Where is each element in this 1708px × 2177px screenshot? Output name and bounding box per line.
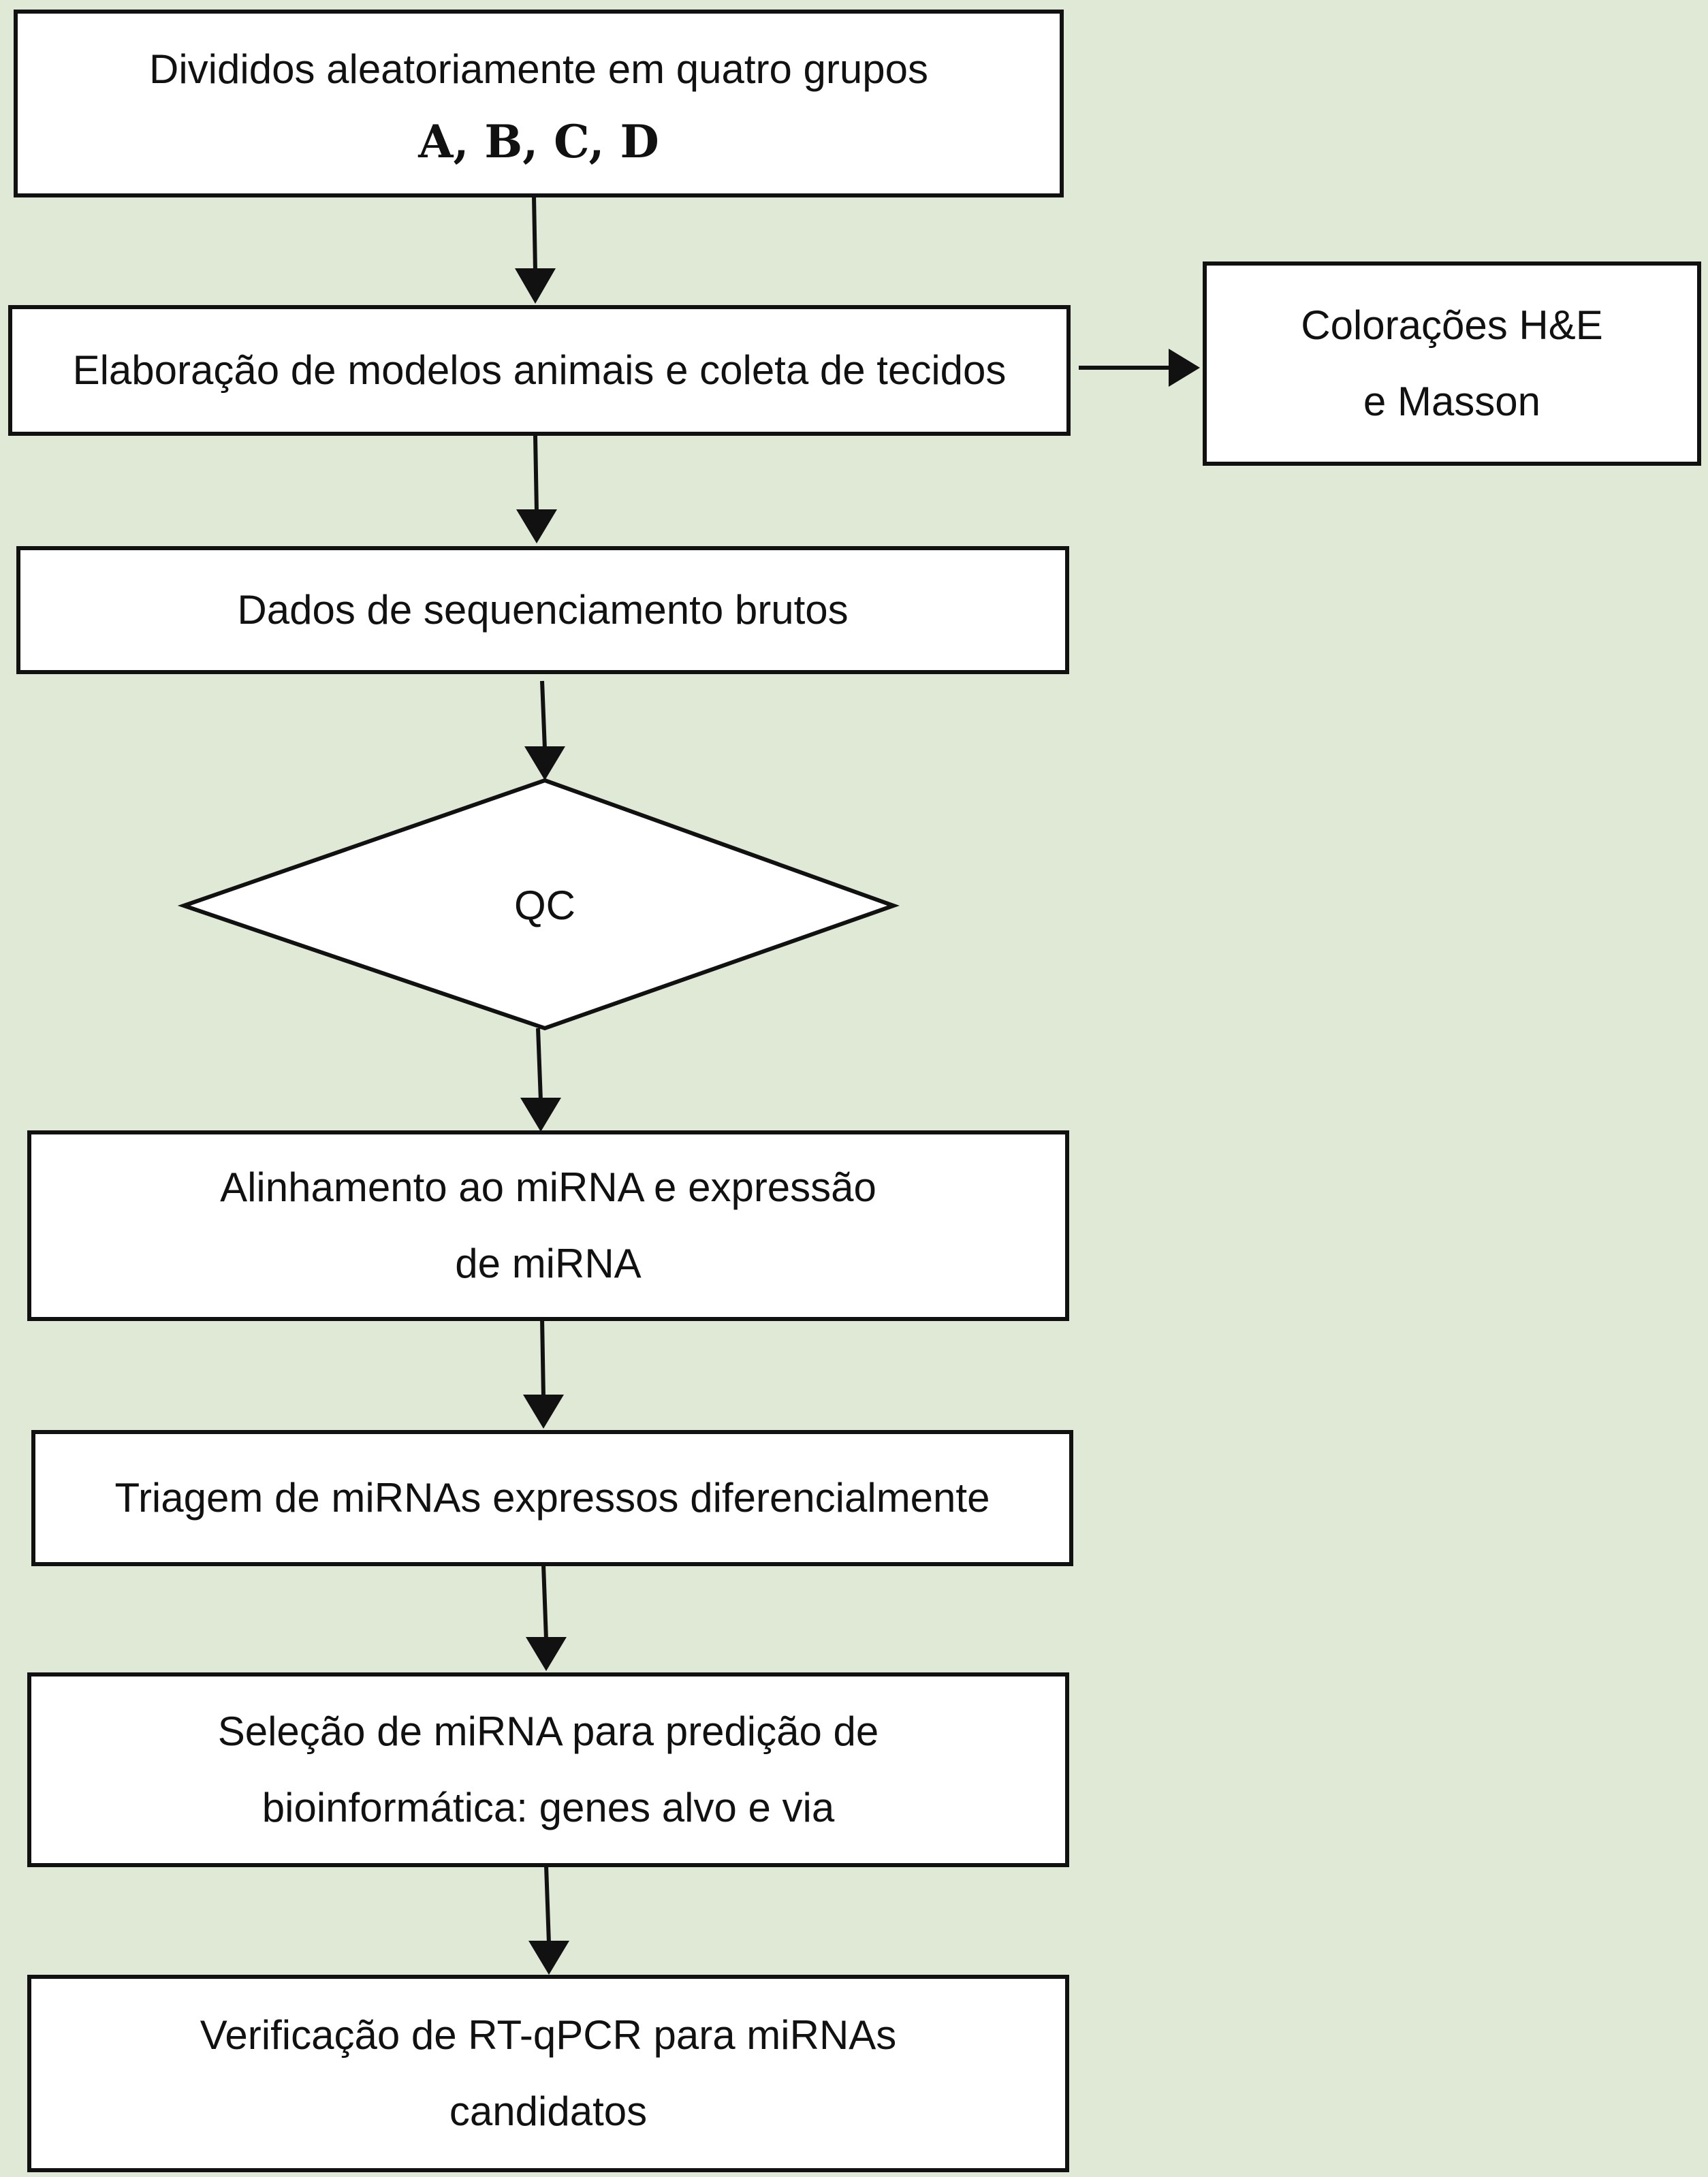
node-random-groups: Divididos aleatoriamente em quatro grupo…	[14, 10, 1064, 197]
node-raw-sequencing-text: Dados de sequenciamento brutos	[237, 587, 849, 633]
node-animal-models-text: Elaboração de modelos animais e coleta d…	[72, 347, 1007, 393]
arrow-qc-to-align	[520, 1028, 561, 1132]
node-verification: Verificação de RT-qPCR para miRNAs candi…	[27, 1975, 1069, 2172]
node-selection: Seleção de miRNA para predição de bioinf…	[27, 1672, 1069, 1867]
node-stains-line1: Colorações H&E	[1301, 302, 1603, 348]
arrow-raw-to-qc	[524, 680, 565, 780]
node-random-groups-text: Divididos aleatoriamente em quatro grupo…	[149, 46, 928, 92]
node-stains-line2: e Masson	[1363, 379, 1541, 424]
node-selection-line1: Seleção de miRNA para predição de	[217, 1709, 879, 1754]
node-screening-text: Triagem de miRNAs expressos diferencialm…	[114, 1475, 990, 1521]
node-screening: Triagem de miRNAs expressos diferencialm…	[31, 1430, 1073, 1566]
node-verification-line2: candidatos	[449, 2088, 648, 2134]
arrow-align-to-screen	[523, 1318, 564, 1429]
node-alignment-line1: Alinhamento ao miRNA e expressão	[220, 1164, 876, 1210]
arrow-models-to-raw	[516, 435, 557, 543]
node-animal-models: Elaboração de modelos animais e coleta d…	[8, 305, 1071, 436]
node-selection-line2: bioinformática: genes alvo e via	[262, 1785, 835, 1830]
node-random-groups-letters: A, B, C, D	[418, 115, 659, 168]
node-alignment-line2: de miRNA	[455, 1241, 642, 1286]
arrow-groups-to-models	[515, 195, 556, 304]
node-verification-line1: Verificação de RT-qPCR para miRNAs	[200, 2012, 897, 2058]
node-stains: Colorações H&E e Masson	[1203, 261, 1701, 466]
arrow-screen-to-select	[526, 1564, 567, 1671]
node-alignment: Alinhamento ao miRNA e expressão de miRN…	[27, 1130, 1069, 1321]
arrow-models-to-stains	[1079, 349, 1200, 387]
qc-decision-diamond	[177, 778, 900, 1031]
node-qc-label: QC	[514, 883, 575, 928]
arrow-select-to-verify	[528, 1865, 569, 1975]
node-raw-sequencing: Dados de sequenciamento brutos	[16, 546, 1069, 674]
